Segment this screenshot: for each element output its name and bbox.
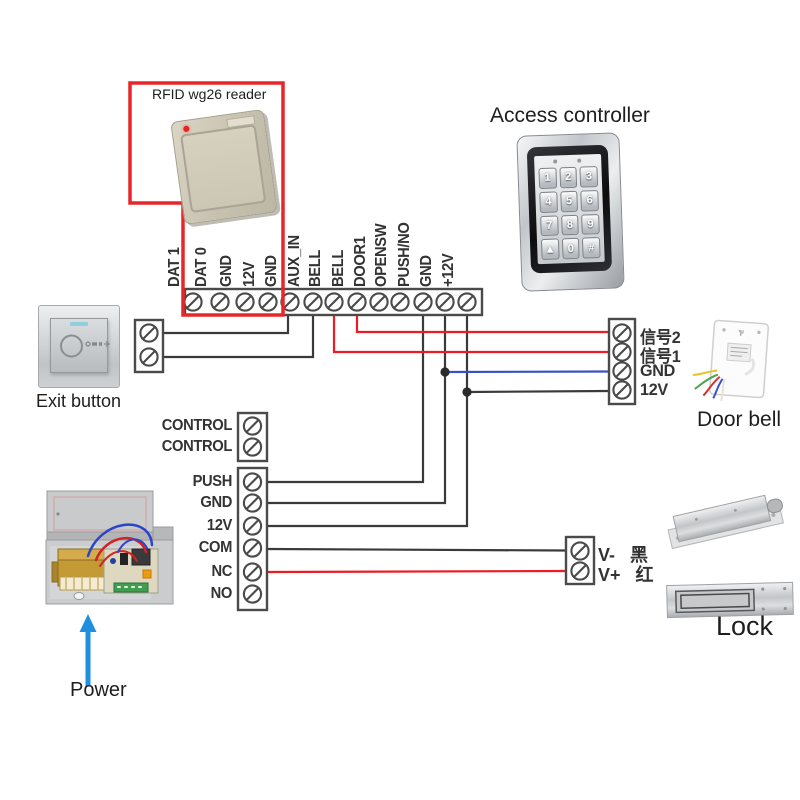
wire-gnd-to-bellgnd xyxy=(444,370,610,374)
black-wires xyxy=(163,316,610,552)
door-bell-wires xyxy=(692,369,726,402)
rfid-reader-caption: RFID wg26 reader xyxy=(152,86,267,102)
doorbell-label-signal1: 信号1 xyxy=(640,347,681,366)
wire-gnd-to-gnd xyxy=(267,316,447,505)
power-label-no: NO xyxy=(210,585,233,602)
power-arrow xyxy=(79,614,97,686)
lock-terminal-vminus: V- xyxy=(598,545,616,565)
keypad-keys: 1 2 3 4 5 6 7 8 9 ▲ 0 # xyxy=(538,166,601,261)
key-1[interactable]: 1 xyxy=(538,167,557,189)
magnetic-lock xyxy=(666,581,794,619)
wire-exit-to-gnd xyxy=(163,316,290,335)
key-8[interactable]: 8 xyxy=(560,214,580,236)
control-label-2: CONTROL xyxy=(161,438,233,455)
exit-button-caption: Exit button xyxy=(36,391,122,411)
wire-nc-to-vplus xyxy=(266,569,567,574)
power-label-com: COM xyxy=(198,539,233,556)
exit-button-indicator xyxy=(70,322,88,326)
bolt-lock xyxy=(667,494,785,550)
exit-button-circle-icon xyxy=(60,334,83,357)
terminal-label-gnd3: GND xyxy=(418,255,435,287)
power-supply-unit xyxy=(45,490,174,605)
exit-button-device[interactable] xyxy=(38,305,120,388)
key-hash[interactable]: # xyxy=(582,237,601,259)
terminal-label-opensw: OPENSW xyxy=(373,223,390,287)
door-bell-device xyxy=(692,319,769,402)
terminal-label-bell2: BELL xyxy=(330,250,347,287)
terminal-label-p12v: +12V xyxy=(440,253,457,287)
key-6[interactable]: 6 xyxy=(580,189,599,212)
key-5[interactable]: 5 xyxy=(559,190,579,212)
blue-wires xyxy=(444,370,610,374)
access-controller-device: 1 2 3 4 5 6 7 8 9 ▲ 0 # xyxy=(516,132,625,292)
reader-face xyxy=(180,124,267,214)
lock-terminal-vplus: V+ xyxy=(598,565,621,585)
terminal-label-gnd2: GND xyxy=(263,255,280,287)
junction-dot xyxy=(440,367,450,377)
access-controller-caption: Access controller xyxy=(490,104,650,127)
terminal-label-door1: DOOR1 xyxy=(352,236,369,287)
wire-bell-to-signal2 xyxy=(355,316,609,334)
terminal-label-pushno: PUSH/NO xyxy=(396,222,413,287)
power-label-nc: NC xyxy=(211,563,232,580)
red-wires xyxy=(266,316,609,574)
psu-blue-wire xyxy=(86,523,154,558)
wire-exit-to-auxin xyxy=(163,316,315,359)
power-caption: Power xyxy=(70,679,127,701)
doorbell-label-12v: 12V xyxy=(640,380,668,399)
lock-caption: Lock xyxy=(716,611,774,641)
psu-blue-wire-2 xyxy=(117,538,148,553)
wire-pushno-to-push xyxy=(267,316,425,484)
terminal-label-dat0: DAT 0 xyxy=(193,247,210,287)
door-bell-caption: Door bell xyxy=(697,408,782,431)
controller-keypad-plate: 1 2 3 4 5 6 7 8 9 ▲ 0 # xyxy=(534,153,605,265)
key-7[interactable]: 7 xyxy=(540,214,559,237)
junction-dot xyxy=(462,387,472,397)
terminal-label-12v: 12V xyxy=(241,261,258,287)
key-icon xyxy=(85,337,111,355)
lock-label-vplus: V+ 红 xyxy=(598,561,654,585)
psu-red-wire-2 xyxy=(99,550,138,567)
terminal-label-gnd: GND xyxy=(218,255,235,287)
lock-label-vminus: V- 黑 xyxy=(598,541,648,565)
controller-bezel: 1 2 3 4 5 6 7 8 9 ▲ 0 # xyxy=(526,144,613,274)
key-4[interactable]: 4 xyxy=(539,191,558,213)
power-label-12v: 12V xyxy=(206,517,232,534)
power-label-gnd: GND xyxy=(200,494,232,511)
power-label-push: PUSH xyxy=(192,473,233,490)
key-2[interactable]: 2 xyxy=(559,166,578,189)
wire-com-to-vminus xyxy=(266,547,567,552)
wire-bell-to-signal1 xyxy=(332,316,609,354)
psu-red-wire xyxy=(94,537,148,562)
terminal-label-dat1: DAT 1 xyxy=(166,247,183,287)
key-bell[interactable]: ▲ xyxy=(540,238,560,261)
terminal-label-bell1: BELL xyxy=(307,250,324,287)
rfid-highlight-box xyxy=(128,81,285,317)
doorbell-label-signal2: 信号2 xyxy=(640,328,681,347)
wire-12v-to-12v xyxy=(267,316,469,528)
terminal-label-auxin: AUX_IN xyxy=(286,235,303,287)
exit-button-plate[interactable] xyxy=(50,318,111,373)
key-3[interactable]: 3 xyxy=(579,166,599,188)
controller-led-icon xyxy=(577,158,582,163)
controller-led-icon xyxy=(552,159,558,164)
control-label-1: CONTROL xyxy=(161,417,233,434)
reader-led-icon xyxy=(182,125,190,133)
rfid-reader-device xyxy=(170,108,278,226)
lock-wire-color-red: 红 xyxy=(635,565,654,585)
doorbell-label-gnd: GND xyxy=(640,361,676,380)
lock-wire-color-black: 黑 xyxy=(630,545,649,565)
wire-12v-to-bell12v xyxy=(466,389,610,394)
key-0[interactable]: 0 xyxy=(561,237,580,260)
key-9[interactable]: 9 xyxy=(581,213,600,235)
